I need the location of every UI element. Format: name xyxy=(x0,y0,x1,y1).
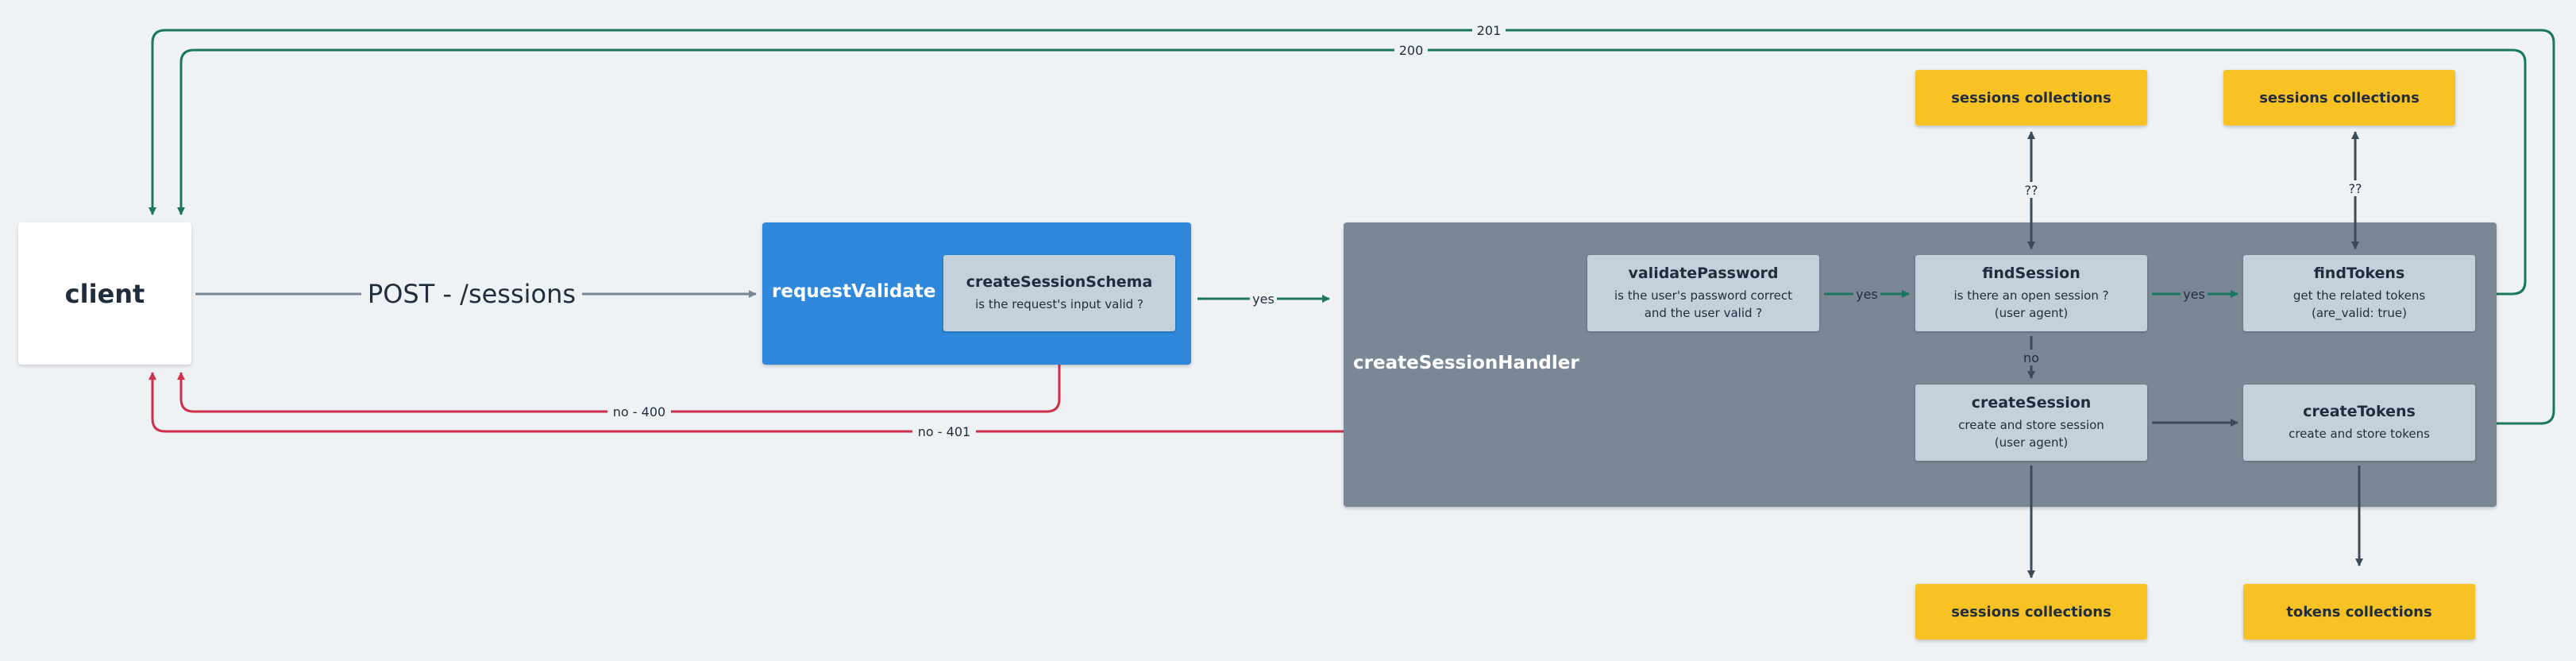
edge-label-201: 201 xyxy=(1477,23,1502,38)
client-label: client xyxy=(64,278,145,309)
sessions-collections-top-1-label: sessions collections xyxy=(1951,89,2111,106)
sessions-collections-top-1: sessions collections xyxy=(1915,70,2147,126)
validate-password-desc-2: and the user valid ? xyxy=(1644,306,1763,320)
find-tokens-title: findTokens xyxy=(2313,265,2405,282)
edge-label-no-400: no - 400 xyxy=(613,404,665,419)
edge-200 xyxy=(177,48,2527,296)
find-session-desc-2: (user agent) xyxy=(1994,306,2069,320)
create-session-schema-desc: is the request's input valid ? xyxy=(975,297,1143,311)
create-session-desc-2: (user agent) xyxy=(1994,435,2069,450)
sessions-collections-bottom: sessions collections xyxy=(1915,584,2147,640)
validate-password-card: validatePassword is the user's password … xyxy=(1587,255,1819,331)
find-tokens-card: findTokens get the related tokens (are_v… xyxy=(2243,255,2475,331)
edge-label-no-401: no - 401 xyxy=(918,424,970,439)
create-session-card: createSession create and store session (… xyxy=(1915,385,2147,461)
find-tokens-desc-2: (are_valid: true) xyxy=(2312,306,2407,320)
find-session-desc-1: is there an open session ? xyxy=(1953,288,2109,303)
create-tokens-title: createTokens xyxy=(2303,403,2416,420)
create-session-title: createSession xyxy=(1971,394,2092,412)
validate-password-desc-1: is the user's password correct xyxy=(1614,288,1793,303)
validate-password-title: validatePassword xyxy=(1628,265,1779,282)
sessions-collections-top-2: sessions collections xyxy=(2223,70,2455,126)
tokens-collections-label: tokens collections xyxy=(2286,603,2432,620)
edge-label-post-sessions: POST - /sessions xyxy=(368,279,576,309)
client-node: client xyxy=(18,222,191,365)
create-session-schema-title: createSessionSchema xyxy=(966,273,1153,291)
find-session-card: findSession is there an open session ? (… xyxy=(1915,255,2147,331)
create-tokens-card: createTokens create and store tokens xyxy=(2243,385,2475,461)
create-session-handler-label: createSessionHandler xyxy=(1353,353,1579,373)
find-session-title: findSession xyxy=(1982,265,2080,282)
tokens-collections: tokens collections xyxy=(2243,584,2475,640)
create-session-schema-card: createSessionSchema is the request's inp… xyxy=(943,255,1175,331)
find-tokens-desc-1: get the related tokens xyxy=(2293,288,2426,303)
edge-label-200: 200 xyxy=(1399,43,1424,58)
request-validate-label: requestValidate xyxy=(772,281,936,302)
sessions-collections-top-2-label: sessions collections xyxy=(2259,89,2420,106)
edge-201 xyxy=(148,29,2555,425)
create-tokens-desc: create and store tokens xyxy=(2289,427,2430,441)
create-session-desc-1: create and store session xyxy=(1958,418,2104,432)
sessions-collections-bottom-label: sessions collections xyxy=(1951,603,2111,620)
